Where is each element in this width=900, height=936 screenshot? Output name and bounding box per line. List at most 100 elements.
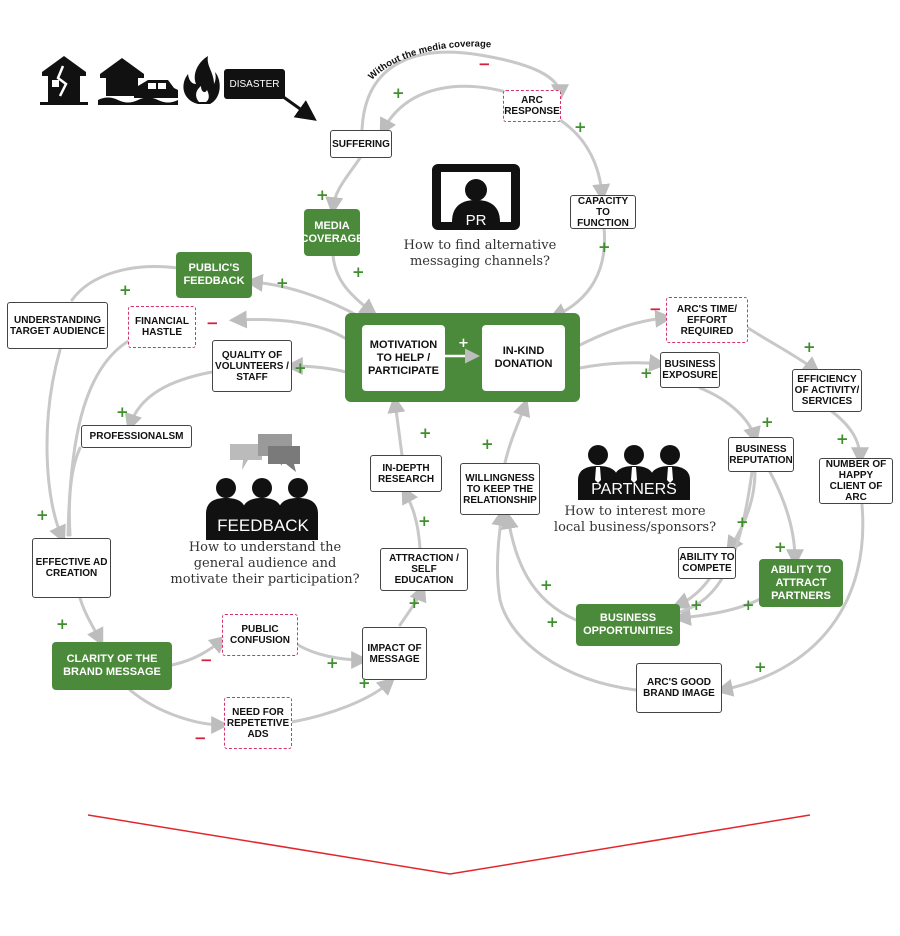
link-impact-attraction — [398, 583, 427, 627]
node-professionalism: PROFESSIONALSM — [81, 425, 192, 448]
node-efficiency: EFFICIENCY OF ACTIVITY/ SERVICES — [792, 369, 862, 412]
pr-question: How to find alternative messaging channe… — [400, 238, 560, 270]
link-repetitive-impact — [290, 677, 396, 724]
sign-plus-arc-capacity: + — [574, 118, 587, 136]
node-effective-ad: EFFECTIVE AD CREATION — [32, 538, 111, 598]
sign-plus-efficiency: + — [803, 338, 816, 356]
fire-icon — [183, 56, 220, 104]
node-arc-response: ARC RESPONSE — [503, 90, 561, 122]
link-clarity-confusion — [170, 635, 228, 667]
sign-plus-capacity-motivation: + — [598, 238, 611, 256]
feedback-question: How to understand the general audience a… — [165, 540, 365, 588]
link-confusion-impact — [296, 643, 370, 669]
feedback-label: FEEDBACK — [217, 516, 309, 535]
node-public-confusion: PUBLIC CONFUSION — [222, 614, 298, 656]
link-motivation-exposure — [578, 353, 668, 372]
sign-plus-effective: + — [36, 506, 49, 524]
node-media-coverage: MEDIA COVERAGE — [301, 209, 364, 256]
sign-minus-arcstime: − — [649, 300, 662, 318]
sign-plus-motivation-inkind: + — [458, 336, 469, 351]
node-business-reputation: BUSINESS REPUTATION — [728, 437, 794, 472]
node-willingness: WILLINGNESS TO KEEP THE RELATIONSHIP — [460, 463, 540, 515]
pr-presenter-icon — [432, 164, 520, 230]
link-reputation-attract — [768, 470, 804, 568]
flood-house-car-icon — [98, 58, 178, 105]
link-opps-willingness — [500, 510, 578, 622]
partners-question-line-1: How to interest more — [564, 504, 706, 519]
sign-plus-publicsfeedback: + — [276, 274, 289, 292]
feedback-question-line-1: How to understand the — [188, 540, 342, 555]
node-clarity: CLARITY OF THE BRAND MESSAGE — [52, 642, 172, 690]
sign-plus-compete: + — [736, 513, 749, 531]
node-attraction: ATTRACTION / SELF EDUCATION — [380, 548, 468, 591]
connectors — [45, 50, 869, 734]
link-clarity-repetitive — [128, 688, 230, 734]
node-suffering: SUFFERING — [330, 130, 392, 158]
sign-plus-attract: + — [774, 538, 787, 556]
node-happy-client: NUMBER OF HAPPY CLIENT OF ARC — [819, 458, 893, 504]
link-motivation-publicsfeedback — [244, 273, 364, 320]
sign-plus-clarity: + — [56, 615, 69, 633]
link-happyclient-goodbrand — [714, 503, 865, 697]
sign-plus-top-left: + — [392, 84, 405, 102]
sign-plus-reputation: + — [761, 413, 774, 431]
sign-plus-media-motivation: + — [352, 263, 365, 281]
node-ability-attract: ABILITY TO ATTRACT PARTNERS — [759, 559, 843, 607]
sign-plus-attraction-indepth: + — [418, 512, 431, 530]
loop-label: Without the media coverage — [366, 39, 491, 83]
sign-plus-goodbrand: + — [754, 658, 767, 676]
feedback-question-line-2: general audience and — [193, 556, 337, 571]
link-reputation-opps-long — [678, 470, 754, 614]
node-indepth: IN-DEPTH RESEARCH — [370, 455, 442, 492]
link-capacity-motivation — [548, 226, 607, 320]
sign-plus-opps-a: + — [690, 596, 703, 614]
link-arc-to-suffering-inner — [379, 84, 508, 137]
node-motivation: MOTIVATION TO HELP / PARTICIPATE — [362, 325, 445, 391]
sign-plus-impact-attraction: + — [408, 594, 421, 612]
sign-plus-quality: + — [294, 359, 307, 377]
node-good-brand: ARC'S GOOD BRAND IMAGE — [636, 663, 722, 713]
sign-plus-happyclient: + — [836, 430, 849, 448]
node-disaster: DISASTER — [224, 69, 285, 99]
sign-plus-suffering-media: + — [316, 186, 329, 204]
node-understanding: UNDERSTANDING TARGET AUDIENCE — [7, 302, 108, 349]
link-attract-opps — [672, 596, 764, 626]
partners-question-line-2: local business/sponsors? — [553, 520, 717, 535]
link-reputation-compete — [726, 470, 757, 555]
link-compete-opps — [671, 576, 712, 610]
link-professionalism-effective — [67, 446, 82, 537]
link-efficiency-happyclient — [828, 408, 869, 466]
node-impact: IMPACT OF MESSAGE — [362, 627, 427, 680]
disaster-arrow — [281, 94, 317, 121]
link-suffering-media — [325, 156, 362, 216]
link-publicsfeedback-understanding — [70, 265, 180, 302]
sign-minus-top: − — [478, 55, 491, 73]
sign-minus-financial: − — [206, 314, 219, 332]
node-ability-compete: ABILITY TO COMPETE — [678, 547, 736, 579]
sign-plus-willingness: + — [481, 435, 494, 453]
sign-plus-exposure: + — [640, 364, 653, 382]
link-willingness-motivation — [503, 398, 531, 465]
node-business-opps: BUSINESS OPPORTUNITIES — [576, 604, 680, 646]
link-attraction-indepth — [401, 485, 422, 550]
link-motivation-quality — [284, 357, 348, 376]
node-financial-hastle: FINANCIAL HASTLE — [128, 306, 196, 348]
link-effective-clarity — [78, 596, 104, 647]
earthquake-house-icon — [40, 56, 88, 105]
sign-plus-indepth-motivation: + — [419, 424, 432, 442]
link-exposure-reputation — [698, 386, 761, 445]
feedback-people-icon — [206, 434, 318, 540]
sign-plus-willingness-b: + — [546, 613, 559, 631]
link-suffering-top-outer — [360, 50, 569, 132]
node-business-exposure: BUSINESS EXPOSURE — [660, 352, 720, 388]
link-media-motivation — [331, 253, 378, 317]
node-quality: QUALITY OF VOLUNTEERS / STAFF — [212, 340, 292, 392]
link-arc-capacity — [558, 118, 611, 203]
sign-plus-professionalism: + — [116, 403, 129, 421]
sign-plus-opps-b: + — [742, 596, 755, 614]
sign-plus-understanding: + — [119, 281, 132, 299]
pr-question-line-2: messaging channels? — [409, 254, 551, 269]
partners-label: PARTNERS — [591, 481, 677, 498]
link-quality-professionalism — [124, 370, 214, 432]
link-understanding-effective — [45, 348, 66, 544]
